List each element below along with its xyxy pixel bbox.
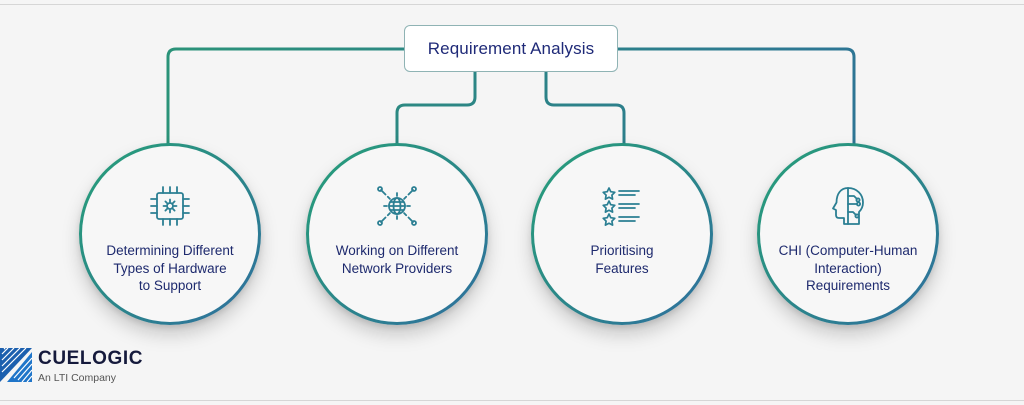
connector-to-node-2 — [395, 72, 477, 146]
node-prioritising-features: Prioritising Features — [531, 143, 713, 325]
connector-to-node-3 — [544, 72, 626, 146]
cuelogic-logo: CUELOGIC An LTI Company — [0, 348, 143, 384]
node-chi-requirements: CHI (Computer-Human Interaction) Require… — [757, 143, 939, 325]
node-hardware-support: Determining Different Types of Hardware … — [79, 143, 261, 325]
star-list-icon — [602, 187, 640, 226]
bottom-divider — [0, 400, 1024, 401]
title-text: Requirement Analysis — [427, 38, 595, 58]
connector-to-node-1 — [166, 47, 404, 146]
cuelogic-logo-icon — [0, 348, 32, 382]
node-network-providers: Working on Different Network Providers — [306, 143, 488, 325]
node-label: CHI (Computer-Human Interaction) Require… — [778, 243, 918, 293]
node-label: Determining Different Types of Hardware … — [106, 243, 234, 293]
connector-to-node-4 — [618, 47, 856, 146]
top-divider — [0, 4, 1024, 5]
requirement-analysis-title: Requirement Analysis — [404, 25, 618, 72]
node-label: Working on Different Network Providers — [335, 243, 459, 276]
chip-gear-icon — [150, 186, 190, 226]
brand-tagline: An LTI Company — [38, 372, 117, 384]
network-gear-globe-icon — [377, 186, 417, 226]
head-circuit-icon — [832, 187, 864, 225]
node-label: Prioritising Features — [590, 243, 654, 276]
brand-name: CUELOGIC — [38, 348, 144, 369]
